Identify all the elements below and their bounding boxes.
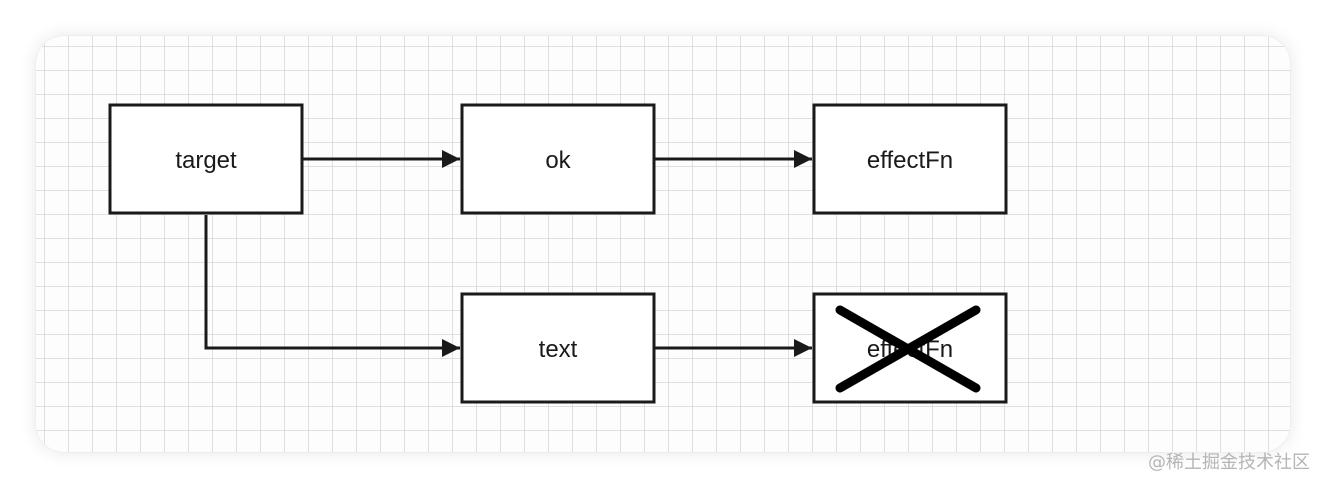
node-ok-label: ok [545,147,571,174]
node-effectfn-bottom: effectFn [812,292,1008,404]
node-ok: ok [460,103,656,215]
edge-target-to-text [204,215,460,357]
node-text-label: text [539,336,578,363]
watermark: @稀土掘金技术社区 [1148,452,1310,473]
node-target: target [108,103,304,215]
node-text: text [460,292,656,404]
node-effectfn-top-label: effectFn [867,147,953,174]
node-target-label: target [175,147,237,174]
cross-out-mark [835,305,981,393]
node-effectfn-top: effectFn [812,103,1008,215]
